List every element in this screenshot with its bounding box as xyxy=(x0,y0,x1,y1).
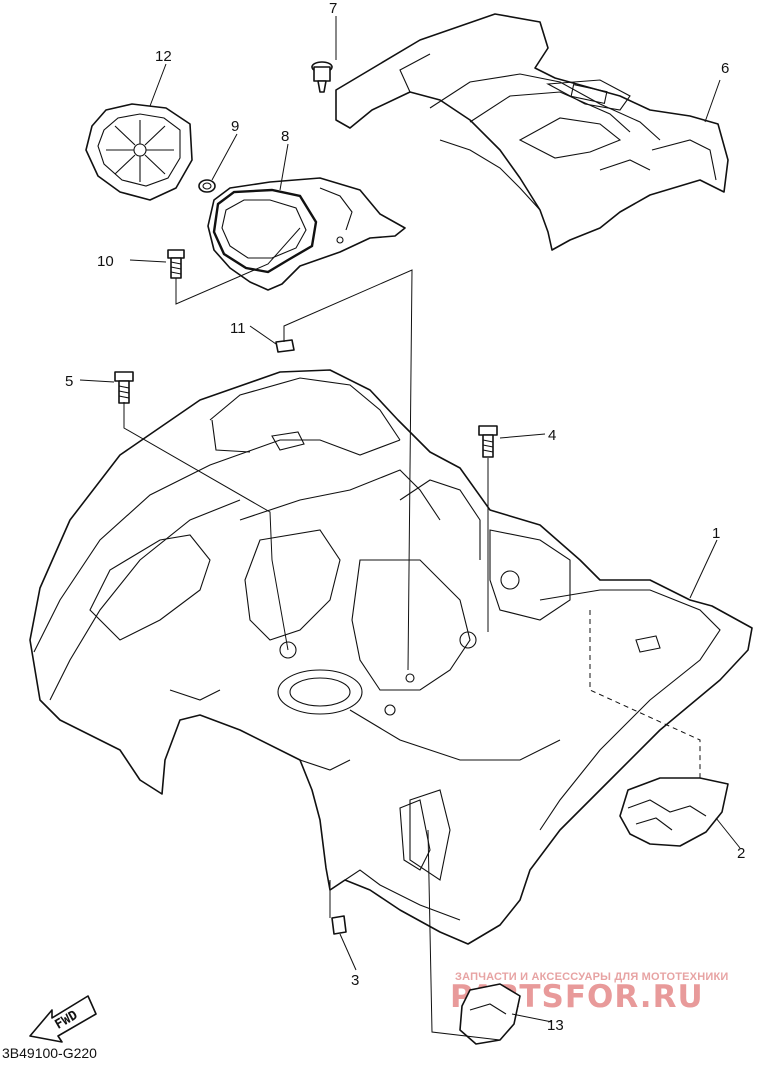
part-7-clip xyxy=(311,61,333,93)
part-3-clip xyxy=(331,915,347,935)
part-1-rear-fender xyxy=(29,369,753,945)
callout-12: 12 xyxy=(155,48,172,65)
watermark-tagline: ЗАПЧАСТИ И АКСЕССУАРЫ ДЛЯ МОТОТЕХНИКИ xyxy=(455,971,728,983)
part-11-nut xyxy=(275,339,295,353)
callout-1: 1 xyxy=(712,525,720,542)
callout-11: 11 xyxy=(230,320,246,337)
callout-3: 3 xyxy=(351,972,359,989)
part-12-cover xyxy=(85,103,193,201)
part-13-flap xyxy=(459,983,521,1045)
part-9-grommet xyxy=(198,179,216,193)
leader-lines xyxy=(79,16,741,1041)
part-8-holder xyxy=(207,177,406,291)
callout-6: 6 xyxy=(721,60,729,77)
part-6-rear-carrier xyxy=(335,13,729,251)
drawing-code: 3B49100-G220 xyxy=(2,1045,97,1061)
part-5-bolt xyxy=(114,371,134,404)
part-10-bolt xyxy=(167,249,185,279)
callout-5: 5 xyxy=(65,373,73,390)
callout-7: 7 xyxy=(329,0,337,17)
callouts: 7 6 12 9 8 10 11 5 4 1 2 3 13 xyxy=(65,0,745,1034)
part-2-flap xyxy=(619,777,729,847)
fwd-arrow: FWD xyxy=(29,995,97,1043)
callout-13: 13 xyxy=(547,1017,564,1034)
callout-4: 4 xyxy=(548,427,556,444)
part-4-bolt xyxy=(478,425,498,458)
callout-9: 9 xyxy=(231,118,239,135)
callout-2: 2 xyxy=(737,845,745,862)
callout-8: 8 xyxy=(281,128,289,145)
callout-10: 10 xyxy=(97,253,114,270)
